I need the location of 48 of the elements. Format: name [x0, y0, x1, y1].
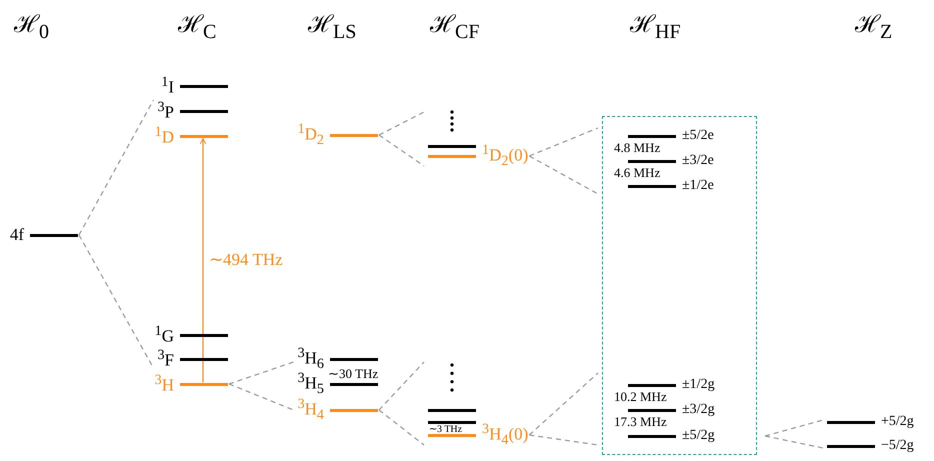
level-label: $^{3}$H$_{4}$(0)	[482, 420, 528, 450]
level-label: $^{3}$H	[154, 372, 174, 396]
splitting-line	[78, 100, 154, 236]
splitting-line	[228, 383, 294, 411]
level-label: ±3/2e	[682, 153, 714, 169]
splitting-line	[764, 419, 824, 437]
level-label: $^{1}$D$_{2}$(0)	[482, 142, 528, 170]
level-label: ±5/2e	[682, 128, 714, 144]
level-label: ±1/2g	[682, 377, 715, 393]
splitting-line	[378, 362, 424, 410]
hamiltonian-heading: ℋ$_{CF}$	[430, 11, 480, 44]
level-label: ±3/2g	[682, 402, 715, 418]
splitting-line	[764, 435, 824, 449]
level-label: +5/2g	[881, 414, 914, 430]
level-label: $^{3}$F	[157, 347, 174, 371]
level-label: $^{1}$I	[161, 74, 174, 98]
hamiltonian-heading: ℋ$_{C}$	[178, 11, 216, 44]
level-label: −5/2g	[881, 438, 914, 454]
splitting-line	[378, 111, 424, 136]
splitting-label: 10.2 MHz	[614, 389, 667, 405]
hamiltonian-heading: ℋ$_{Z}$	[855, 11, 892, 44]
level-label: 4f	[10, 225, 24, 245]
level-label: $^{3}$P	[157, 99, 174, 123]
splitting-line	[78, 234, 154, 368]
splitting-label: 4.6 MHz	[614, 165, 660, 181]
level-label: ±1/2e	[682, 178, 714, 194]
splitting-label: 4.8 MHz	[614, 140, 660, 156]
level-label: $^{1}$D	[154, 124, 174, 148]
level-label: $^{1}$G	[154, 323, 174, 347]
splitting-line	[378, 134, 424, 166]
splitting-line	[378, 410, 424, 446]
level-label: $^{3}$H$_{4}$	[298, 396, 324, 424]
hamiltonian-heading: ℋ$_{LS}$	[308, 11, 356, 44]
splitting-label: ∼3 THz	[429, 423, 462, 435]
splitting-line	[529, 434, 598, 446]
hamiltonian-heading: ℋ$_{0}$	[14, 11, 49, 44]
splitting-line	[228, 361, 294, 385]
splitting-line	[529, 127, 598, 157]
dashed-frame	[602, 116, 757, 455]
splitting-line	[528, 155, 598, 195]
level-label: $^{3}$H$_{5}$	[298, 370, 324, 398]
level-label: $^{1}$D$_{2}$	[298, 120, 324, 150]
splitting-label: 17.3 MHz	[614, 414, 667, 430]
level-label: $^{3}$H$_{6}$	[298, 344, 324, 372]
hamiltonian-heading: ℋ$_{HF}$	[630, 11, 681, 44]
level-label: ±5/2g	[682, 428, 715, 444]
splitting-label: ∼30 THz	[328, 366, 378, 382]
transition-arrow	[200, 138, 206, 382]
